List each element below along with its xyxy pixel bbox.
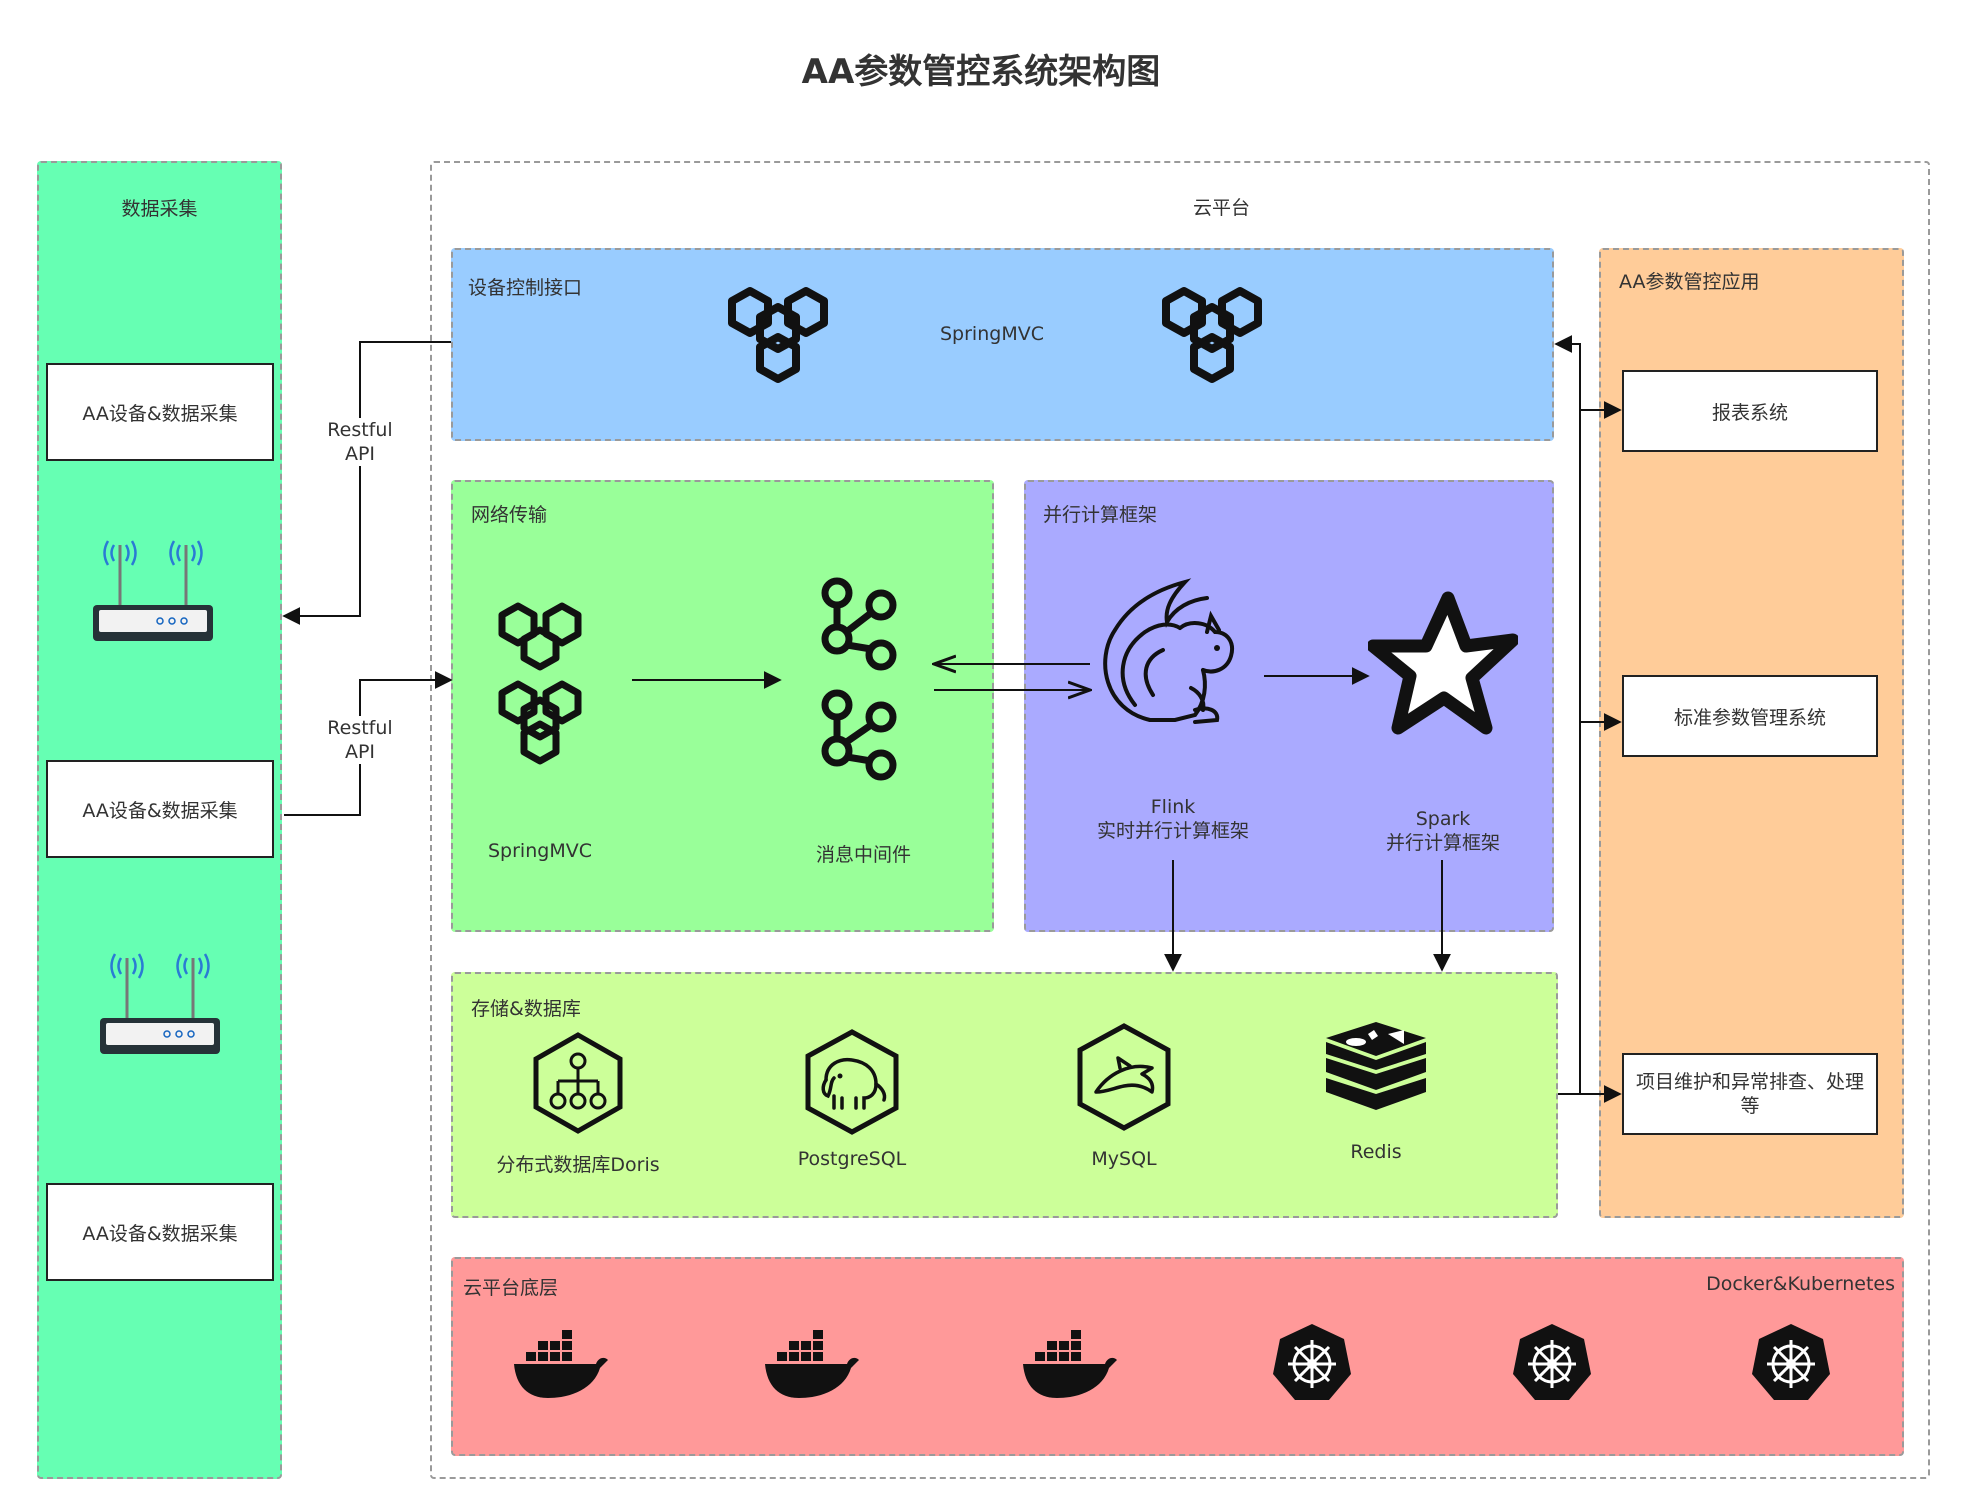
- docker-whale-icon: [514, 1330, 608, 1398]
- standard-param-system-box: 标准参数管理系统: [1622, 675, 1878, 757]
- network-panel: [451, 480, 994, 932]
- api-to-device-connector: [282, 341, 451, 625]
- springmvc-hexagon-icon: [1162, 287, 1262, 383]
- report-system-box: 报表系统: [1622, 370, 1878, 452]
- flink-squirrel-icon: [1103, 578, 1234, 724]
- router-icon: [100, 953, 220, 1054]
- mysql-label: MySQL: [1091, 1148, 1157, 1170]
- cloud-base-panel: [451, 1257, 1904, 1456]
- kubernetes-wheel-icon: [1273, 1324, 1351, 1400]
- storage-panel: [451, 972, 1558, 1218]
- router-icon: [93, 540, 213, 641]
- cloud-base-tech-label: Docker&Kubernetes: [1706, 1273, 1895, 1295]
- network-springmvc-label: SpringMVC: [488, 840, 592, 862]
- storage-label: 存储&数据库: [471, 998, 581, 1020]
- kubernetes-wheel-icon: [1752, 1324, 1830, 1400]
- diagram-title: AA参数管控系统架构图: [801, 52, 1161, 92]
- redis-label: Redis: [1350, 1141, 1402, 1163]
- doris-icon: [533, 1032, 623, 1134]
- device-box-2: AA设备&数据采集: [46, 760, 274, 858]
- docker-whale-icon: [765, 1330, 859, 1398]
- maintenance-box: 项目维护和异常排查、处理等: [1622, 1053, 1878, 1135]
- device-api-springmvc-label: SpringMVC: [940, 323, 1044, 345]
- application-label: AA参数管控应用: [1619, 271, 1760, 293]
- device-api-panel: [451, 248, 1554, 441]
- kubernetes-wheel-icon: [1513, 1324, 1591, 1400]
- flink-label: Flink 实时并行计算框架: [1096, 796, 1249, 842]
- kafka-icon: [821, 577, 897, 781]
- data-collection-label: 数据采集: [121, 198, 198, 220]
- docker-whale-icon: [1023, 1330, 1117, 1398]
- springmvc-hexagon-icon: [498, 602, 582, 765]
- spark-label: Spark 并行计算框架: [1385, 808, 1500, 854]
- mysql-dolphin-icon: [1077, 1023, 1171, 1131]
- spark-star-icon: [1368, 591, 1518, 735]
- postgresql-label: PostgreSQL: [797, 1148, 907, 1170]
- device-box-3: AA设备&数据采集: [46, 1183, 274, 1281]
- restful-api-label-top: Restful API: [310, 418, 410, 466]
- network-label: 网络传输: [471, 504, 548, 526]
- device-box-1: AA设备&数据采集: [46, 363, 274, 461]
- cloud-platform-label: 云平台: [1193, 197, 1251, 219]
- doris-label: 分布式数据库Doris: [496, 1154, 660, 1176]
- device-api-label: 设备控制接口: [468, 277, 583, 299]
- parallel-computing-label: 并行计算框架: [1043, 504, 1158, 526]
- message-middleware-label: 消息中间件: [816, 844, 912, 866]
- springmvc-hexagon-icon: [728, 287, 828, 383]
- redis-icon: [1326, 1022, 1426, 1110]
- cloud-base-label: 云平台底层: [463, 1277, 559, 1299]
- postgresql-elephant-icon: [805, 1029, 899, 1135]
- storage-to-app-connector: [1554, 335, 1581, 1095]
- restful-api-label-bottom: Restful API: [310, 716, 410, 764]
